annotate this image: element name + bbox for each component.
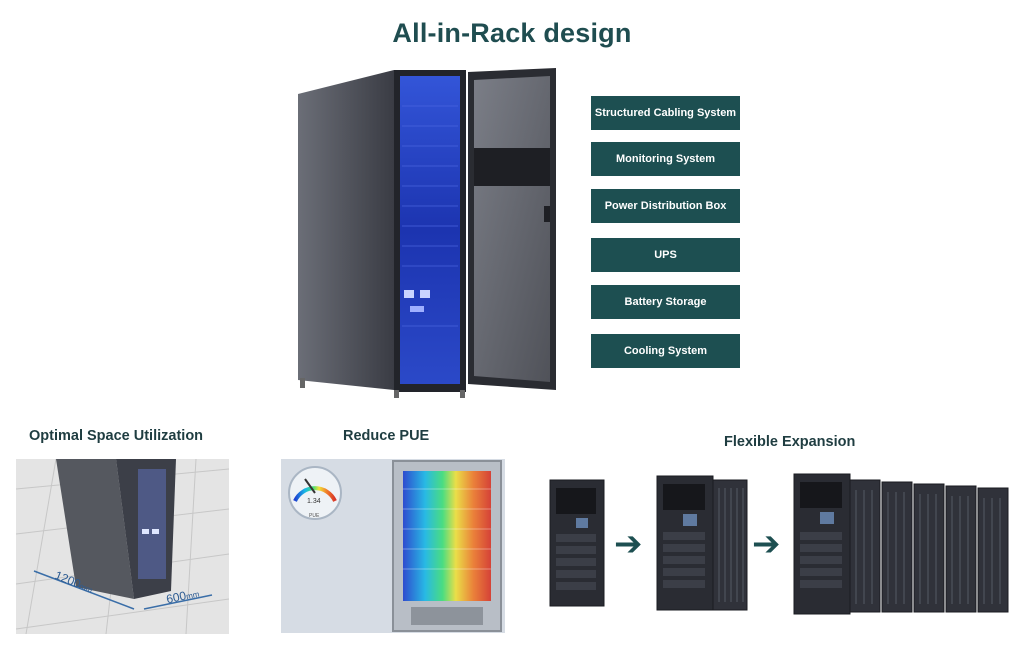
rack-group-multiple — [792, 472, 1010, 616]
label-flexible-expansion: Flexible Expansion — [724, 434, 856, 450]
feature-structured-cabling: Structured Cabling System — [591, 96, 740, 130]
page-title: All-in-Rack design — [392, 18, 632, 48]
expansion-arrow-2: ➔ — [752, 525, 781, 563]
pue-image: 1.34 PUE — [281, 459, 505, 633]
feature-battery-storage: Battery Storage — [591, 285, 740, 319]
feature-ups: UPS — [591, 238, 740, 272]
gauge-label: PUE — [309, 513, 320, 519]
feature-cooling: Cooling System — [591, 334, 740, 368]
main-rack-image — [290, 66, 560, 400]
gauge-value: 1.34 — [307, 498, 321, 505]
rack-group-double — [655, 474, 749, 612]
feature-power-distribution: Power Distribution Box — [591, 189, 740, 223]
rack-group-single — [548, 478, 606, 608]
space-utilization-image: 1200mm 600mm — [16, 459, 229, 634]
expansion-arrow-1: ➔ — [614, 525, 643, 563]
label-space-utilization: Optimal Space Utilization — [29, 428, 204, 444]
label-reduce-pue: Reduce PUE — [343, 428, 430, 444]
feature-monitoring: Monitoring System — [591, 142, 740, 176]
